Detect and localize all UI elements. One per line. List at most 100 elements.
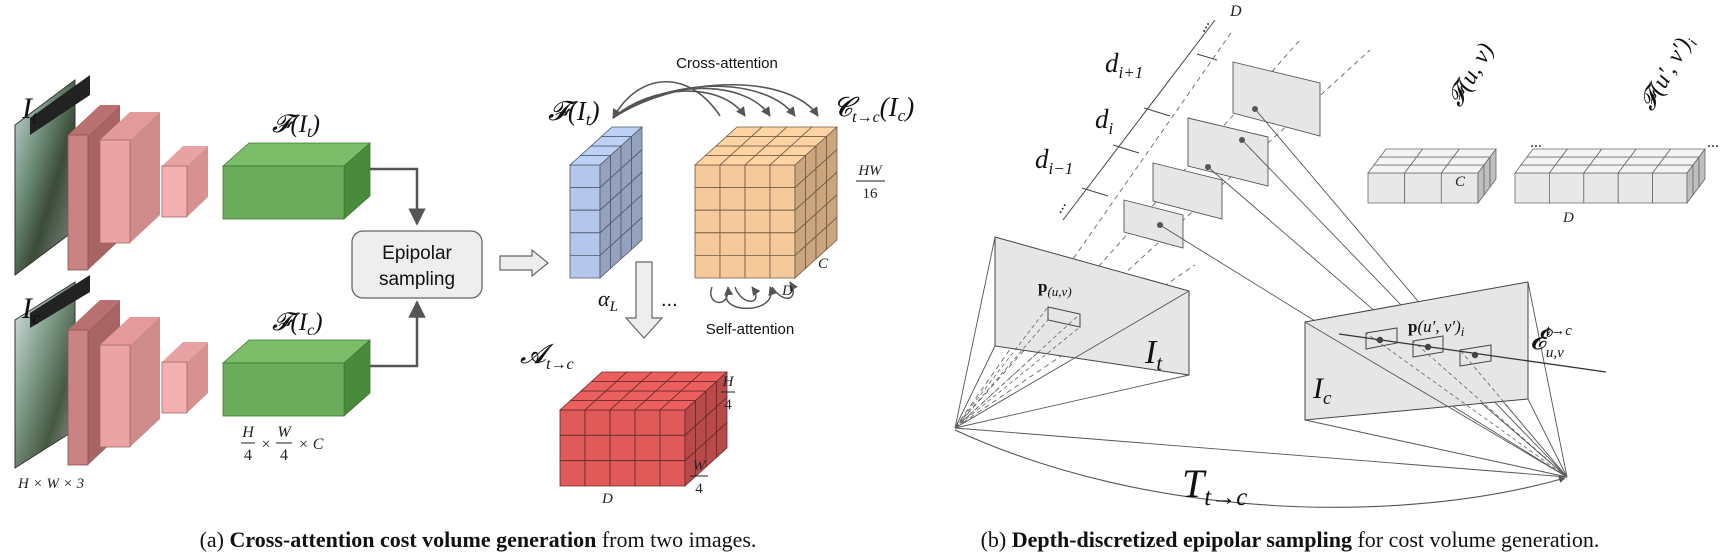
grid-cell-front <box>769 209 796 234</box>
grid-cell-front <box>659 460 686 487</box>
grid-cell-front <box>569 254 601 279</box>
grid-cell-front <box>719 164 746 189</box>
grid-cell-top <box>1663 148 1706 158</box>
label-hw16: HW 16 <box>856 163 885 202</box>
grid-cell-side <box>716 421 728 459</box>
grid-cell-front <box>1404 172 1442 204</box>
grid-cell-front <box>1514 172 1550 204</box>
grid-cell-front <box>609 409 636 436</box>
label-it: It <box>21 92 38 129</box>
grid-cell-top <box>1446 156 1491 166</box>
caption-a: (a) Cross-attention cost volume generati… <box>200 527 757 552</box>
grid-cell-front <box>744 164 771 189</box>
label-c: C <box>818 256 829 272</box>
label-ic-plane: Ic <box>1312 372 1332 409</box>
arrow-bottom-to-epipolar <box>370 300 426 368</box>
hw-num: HW <box>857 163 883 179</box>
grid-cell-front <box>1549 172 1585 204</box>
grid-cell-front <box>744 254 771 279</box>
grid-cell-front <box>634 409 661 436</box>
label-d-small: D <box>1562 210 1574 226</box>
label-alpha: αL <box>598 286 618 315</box>
dim-4b: 4 <box>280 447 288 464</box>
grid-cell-front <box>769 254 796 279</box>
grid-cell-top <box>1514 164 1557 174</box>
grid-cell-top <box>1367 164 1412 174</box>
label-feat-volume: 𝓕(It) <box>548 96 600 129</box>
grid-cell-side <box>1698 147 1706 189</box>
grid-cell-front <box>1367 172 1406 204</box>
transform-arc <box>954 429 1566 508</box>
input-image-ic <box>14 275 90 469</box>
self-attention-arrows <box>710 281 798 310</box>
grid-cell-front <box>584 409 611 436</box>
grid-cell-top <box>1403 164 1449 174</box>
label-p-uv: p(u,v) <box>1038 277 1072 299</box>
epipolar-sampling-box: Epipolar sampling <box>351 230 483 299</box>
grid-cell-front <box>559 434 586 462</box>
grid-cell-front <box>769 232 796 256</box>
dim-times1: × <box>261 436 270 453</box>
grid-cell-front <box>559 460 586 487</box>
grid-cell-top <box>1595 148 1637 158</box>
hollow-arrow-down <box>624 261 664 339</box>
cost-volume-orange <box>693 126 839 279</box>
label-feat-top: 𝓕(It) <box>272 111 320 141</box>
caption-b: (b) Depth-discretized epipolar sampling … <box>981 527 1600 552</box>
grid-cell-front <box>584 434 611 462</box>
grid-cell-top <box>1548 164 1591 174</box>
grid-cell-top <box>1560 148 1603 158</box>
grid-cell-front <box>719 209 746 234</box>
cross-attention-arrows <box>612 81 819 119</box>
grid-cell-top <box>1617 164 1660 174</box>
grid-cell-front <box>584 460 611 487</box>
feature-volume-blue <box>568 126 644 279</box>
image-plane-it <box>954 236 1190 429</box>
grid-cell-top <box>1583 164 1625 174</box>
grid-cell-top <box>1440 164 1485 174</box>
grid-cell-front <box>769 187 796 211</box>
epipolar-label-line2: sampling <box>379 269 455 290</box>
label-hw3: H × W × 3 <box>17 476 84 492</box>
label-di: di <box>1095 104 1114 138</box>
label-d-top: D <box>1229 3 1242 20</box>
grid-cell-front <box>569 164 601 189</box>
label-di-plus: di+1 <box>1105 48 1143 82</box>
h4-den: 4 <box>724 397 732 413</box>
label-di-minus: di−1 <box>1035 144 1073 178</box>
grid-cell-front <box>634 460 661 487</box>
grid-cell-side <box>826 216 838 251</box>
grid-cell-top <box>1415 148 1461 158</box>
grid-cell-front <box>694 209 721 234</box>
grid-cell-top <box>1651 164 1694 174</box>
grid-cell-front <box>694 164 721 189</box>
grid-cell-front <box>569 187 601 211</box>
dots-left: ... <box>1530 134 1542 151</box>
epipolar-line <box>1338 333 1607 373</box>
dim-w: W <box>277 424 292 441</box>
grid-cell-top <box>1554 156 1597 166</box>
dots-right: ... <box>1707 134 1719 151</box>
grid-cell-top <box>1520 156 1563 166</box>
cross-attention-label: Cross-attention <box>676 55 778 72</box>
grid-cell-front <box>609 460 636 487</box>
dim-times2: × C <box>298 436 324 453</box>
dim-4a: 4 <box>244 447 252 464</box>
grid-cell-side <box>1489 147 1497 189</box>
dim-h: H <box>241 424 255 441</box>
label-transform: Tt→c <box>1182 461 1247 511</box>
dots-bottom: ... <box>1049 197 1070 216</box>
hw-den: 16 <box>863 186 879 202</box>
self-attention-label: Self-attention <box>706 321 794 338</box>
w4-den: 4 <box>695 481 703 497</box>
feature-map-top <box>221 142 372 220</box>
grid-cell-front <box>559 409 586 436</box>
grid-cell-front <box>769 164 796 189</box>
grid-cell-top <box>1589 156 1631 166</box>
w4-num: W <box>693 458 707 474</box>
grid-cell-side <box>631 216 643 251</box>
label-ellipsis: ... <box>661 289 678 311</box>
grid-cell-top <box>1657 156 1700 166</box>
